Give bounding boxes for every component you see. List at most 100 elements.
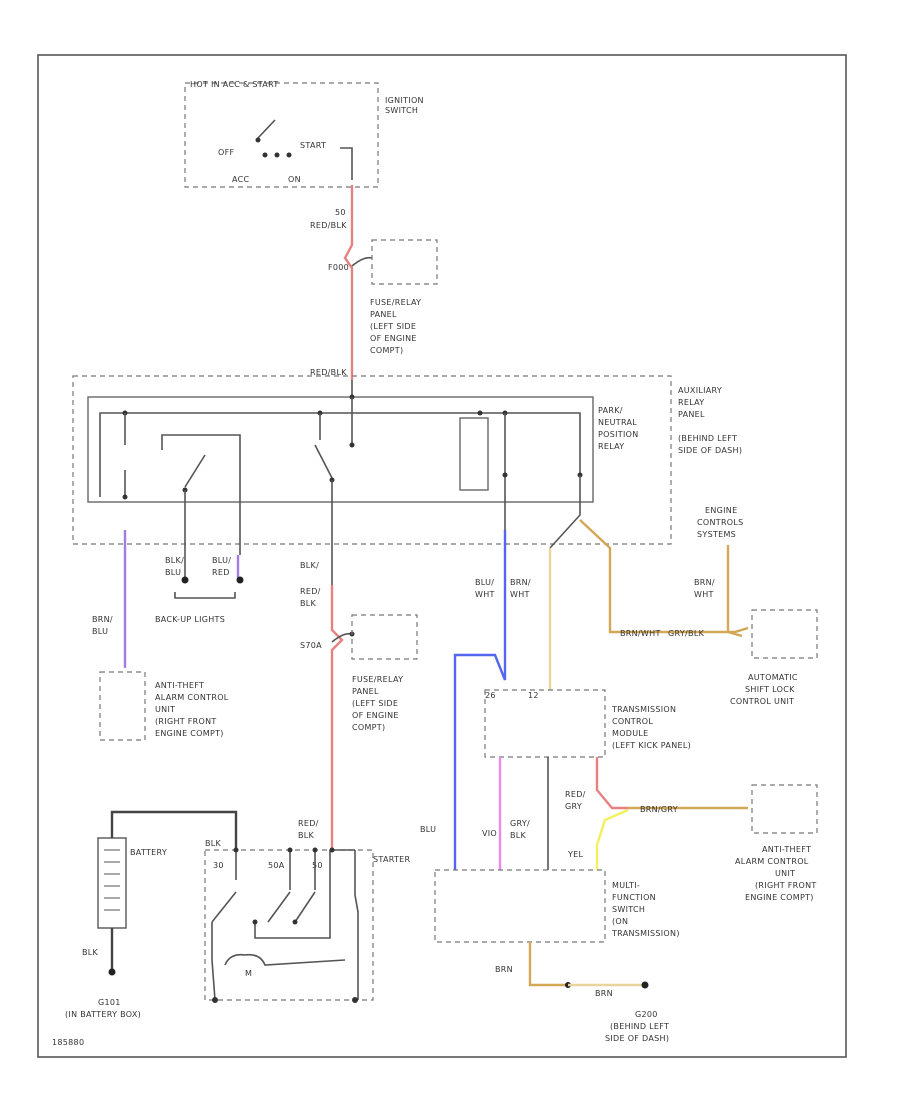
battery: BATTERY BLK G101 (IN BATTERY BOX): [65, 810, 238, 1019]
red-blk-starter-l2: BLK: [298, 831, 315, 840]
multi-function-switch: MULTI- FUNCTION SWITCH (ON TRANSMISSION)…: [434, 869, 680, 1043]
ground-right-l2: (BEHIND LEFT: [610, 1022, 669, 1031]
ground-battery-l1: G101: [98, 998, 121, 1007]
ign-switch-arm: [257, 119, 276, 139]
fuse-panel-mid-l5: COMPT): [352, 723, 385, 732]
blk-bat-label: BLK: [82, 948, 99, 957]
auto-shift-lock-unit: AUTOMATIC SHIFT LOCK CONTROL UNIT: [730, 609, 818, 706]
aux-relay-l2: RELAY: [678, 398, 705, 407]
fuse-panel-top-l3: (LEFT SIDE: [370, 322, 416, 331]
tcm-l3: MODULE: [612, 729, 649, 738]
aux-relay-l4: (BEHIND LEFT: [678, 434, 737, 443]
pn-relay-l3: POSITION: [598, 430, 639, 439]
brn-gry-h-label: BRN/GRY: [640, 805, 678, 814]
st-m-label: M: [245, 969, 252, 978]
red-blk-starter-l1: RED/: [298, 819, 319, 828]
wire-top-color: RED/BLK: [310, 221, 347, 230]
tcm-l4: (LEFT KICK PANEL): [612, 741, 691, 750]
mfs-l5: TRANSMISSION): [611, 929, 680, 938]
relay-contact-center: [314, 444, 333, 479]
fuse-top-label: F000: [328, 263, 349, 272]
ignition-switch-box: [184, 82, 379, 188]
wires-tcm-mfs: BLU VIO GRY/ BLK RED/ GRY YEL BRN/GRY: [420, 757, 748, 870]
relay-contact-left: [184, 454, 206, 488]
brn-blu-l1: BRN/: [92, 615, 113, 624]
blk-blu-l1: BLK/: [165, 556, 184, 565]
brn-wht-long-label: BRN/WHT: [620, 629, 661, 638]
ignition-switch-label-2: SWITCH: [385, 106, 418, 115]
wires-tcm-top: BLU/ WHT BRN/ WHT BRN/WHT GRY/BLK: [453, 475, 749, 870]
antitheft-left: ANTI-THEFT ALARM CONTROL UNIT (RIGHT FRO…: [99, 671, 229, 741]
pn-relay-l4: RELAY: [598, 442, 625, 451]
antitheft-left-l2: ALARM CONTROL: [155, 693, 229, 702]
pn-relay-l2: NEUTRAL: [598, 418, 637, 427]
ign-off-label: OFF: [218, 148, 234, 157]
fuse-panel-top-l2: PANEL: [370, 310, 397, 319]
mfs-l4: (ON: [612, 917, 628, 926]
ground-battery-l2: (IN BATTERY BOX): [65, 1010, 141, 1019]
mfs-l2: FUNCTION: [612, 893, 656, 902]
backup-lights-label: BACK-UP LIGHTS: [155, 615, 225, 624]
aux-relay-l1: AUXILIARY: [678, 386, 722, 395]
fuse-top-box: [371, 239, 438, 285]
wire-red-starter: BLK/ RED/ BLK S70A FUSE/RELAY PANEL (LEF…: [300, 530, 418, 850]
pn-relay-l1: PARK/: [598, 406, 623, 415]
backup-light-right-pin: [236, 576, 244, 584]
blu-label: BLU: [420, 825, 436, 834]
red-gry-l2: GRY: [565, 802, 582, 811]
ground-right-l3: SIDE OF DASH): [605, 1034, 669, 1043]
gry-blk-l1: GRY/: [510, 819, 530, 828]
ign-start-label: START: [300, 141, 326, 150]
aux-relay-l3: PANEL: [678, 410, 705, 419]
auto-shift-lock-l1: AUTOMATIC: [748, 673, 798, 682]
antitheft-right-l4: (RIGHT FRONT: [755, 881, 817, 890]
red-gry-l1: RED/: [565, 790, 586, 799]
fuse-mid-label: S70A: [300, 641, 322, 650]
fuse-panel-top-l5: COMPT): [370, 346, 403, 355]
antitheft-right-box: [751, 784, 818, 834]
battery-label: BATTERY: [130, 848, 167, 857]
blk-center-label: BLK/: [300, 561, 319, 570]
park-neutral-relay-outline: [87, 396, 594, 503]
auto-shift-lock-l2: SHIFT LOCK: [745, 685, 795, 694]
antitheft-right-l3: UNIT: [775, 869, 795, 878]
brn-blu-l2: BLU: [92, 627, 108, 636]
wire-top-num: 50: [335, 208, 346, 217]
antitheft-left-l3: UNIT: [155, 705, 175, 714]
antitheft-right-l2: ALARM CONTROL: [735, 857, 809, 866]
st-30-label: 30: [213, 861, 224, 870]
blu-red-l1: BLU/: [212, 556, 231, 565]
gry-blk-l2: BLK: [510, 831, 527, 840]
fuse-panel-top-l4: OF ENGINE: [370, 334, 417, 343]
brn-2-label: BRN: [595, 989, 613, 998]
brn-wht-center-l1: BRN/: [510, 578, 531, 587]
aux-relay-panel-box: [72, 375, 672, 545]
fuse-panel-mid-l3: (LEFT SIDE: [352, 699, 398, 708]
tcm-l1: TRANSMISSION: [611, 705, 676, 714]
starter-box: [204, 849, 374, 1001]
engine-controls-l1: ENGINE: [705, 506, 737, 515]
ignition-switch-label-1: IGNITION: [385, 96, 424, 105]
blu-brn-wht-l2: WHT: [475, 590, 495, 599]
tcm-pin-r: 12: [528, 691, 539, 700]
fuse-mid-box: [351, 614, 418, 660]
antitheft-right-l1: ANTI-THEFT: [762, 845, 811, 854]
starter-contact-left: [211, 891, 237, 923]
brn-wht-center-l2: WHT: [510, 590, 530, 599]
yel-label: YEL: [567, 850, 584, 859]
blk-blu-l2: BLU: [165, 568, 181, 577]
battery-body: [97, 837, 127, 929]
aux-connector-label: RED/BLK: [310, 368, 347, 377]
wire-red-blk-top: 50 RED/BLK: [310, 185, 354, 380]
vio-label: VIO: [482, 829, 497, 838]
red-blk-mid-l2: BLK: [300, 599, 317, 608]
wires-backup-lights: BLK/ BLU BLU/ RED BACK-UP LIGHTS BRN/ BL…: [92, 530, 244, 668]
transmission-control-module: 26 12 TRANSMISSION CONTROL MODULE (LEFT …: [484, 689, 691, 758]
fuse-panel-mid-l1: FUSE/RELAY: [352, 675, 403, 684]
starter: BLK RED/ BLK STARTER 30 50A 50 M: [204, 819, 410, 1003]
gry-blk-h-label: GRY/BLK: [668, 629, 705, 638]
brn-wht-right-l2: WHT: [694, 590, 714, 599]
fuse-panel-top-l1: FUSE/RELAY: [370, 298, 421, 307]
